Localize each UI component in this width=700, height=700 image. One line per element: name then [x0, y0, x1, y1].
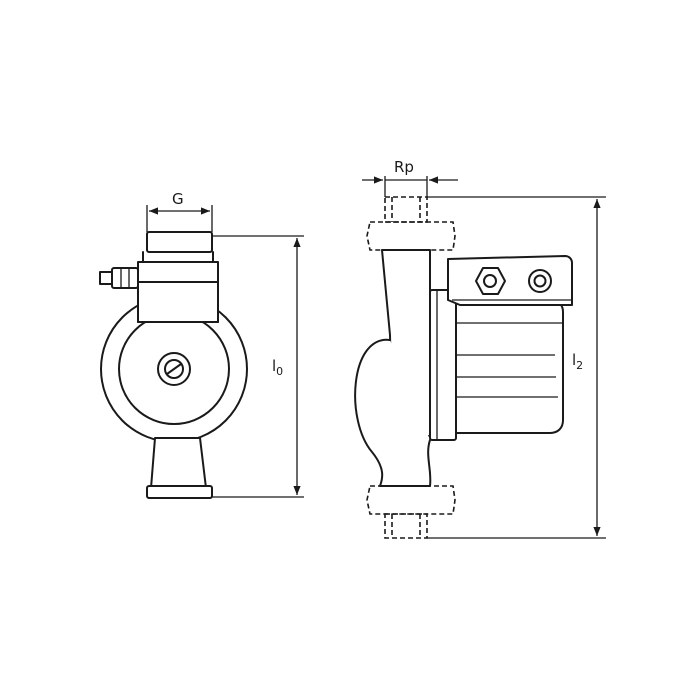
- label-g: G: [172, 190, 184, 208]
- label-l0: l0: [272, 357, 283, 378]
- dimension-rp: Rp: [362, 158, 458, 197]
- terminal-box: [447, 255, 573, 306]
- label-l2: l2: [572, 351, 583, 372]
- volute-curve: [354, 338, 432, 487]
- pump-front-view: [99, 231, 248, 499]
- bottom-union-nut: [366, 485, 456, 539]
- dimension-g: G: [146, 190, 213, 232]
- label-rp: Rp: [394, 158, 414, 176]
- side-vent-plug: [99, 267, 139, 289]
- cable-gland-icon: [528, 269, 552, 293]
- top-connection: [146, 231, 213, 253]
- motor-flange: [429, 289, 457, 441]
- screw-slot: [166, 363, 182, 375]
- pump-side-view: [354, 196, 573, 539]
- dimension-l2: l2: [427, 196, 606, 539]
- dimension-l0: l0: [212, 235, 304, 498]
- top-union-nut: [366, 196, 456, 251]
- pump-leg: [150, 437, 207, 489]
- bottom-connection: [146, 485, 213, 499]
- motor-body: [455, 301, 564, 434]
- hex-nut-icon: [475, 267, 506, 295]
